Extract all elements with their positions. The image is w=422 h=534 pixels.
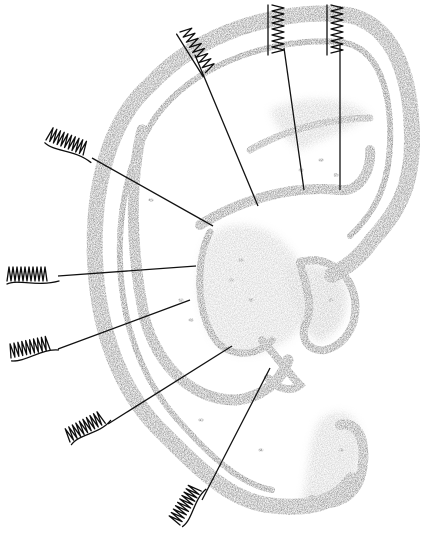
label-marker-4 bbox=[44, 127, 97, 163]
label-marker-6 bbox=[8, 334, 59, 362]
leader-line-8 bbox=[202, 368, 270, 500]
leader-line-4 bbox=[92, 158, 213, 226]
label-marker-7 bbox=[63, 408, 112, 445]
helix-rim bbox=[150, 14, 412, 275]
leader-line-5 bbox=[58, 266, 196, 276]
leader-line-1 bbox=[195, 55, 258, 206]
label-marker-8 bbox=[168, 480, 207, 527]
label-marker-5 bbox=[7, 267, 59, 284]
ear-drawing bbox=[95, 14, 412, 507]
